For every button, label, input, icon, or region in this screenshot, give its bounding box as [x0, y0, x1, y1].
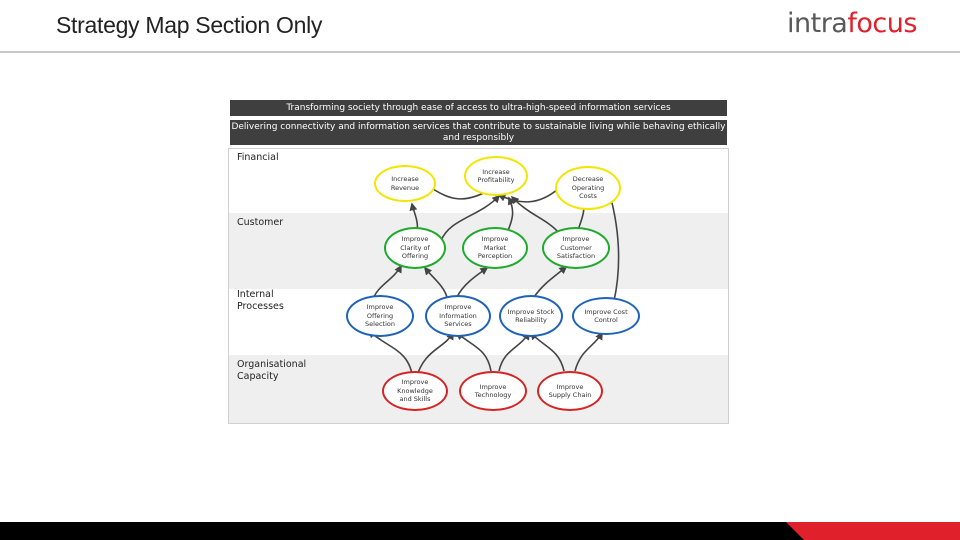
- perspective-label-financial: Financial: [237, 152, 279, 163]
- arrow-costs-profitability: [497, 188, 559, 203]
- objective-improve-technology: Improve Technology: [459, 371, 527, 411]
- arrow-offering-clarity: [373, 264, 402, 298]
- arrow-supplychain-costcontrol: [574, 331, 603, 372]
- page-title: Strategy Map Section Only: [56, 12, 323, 38]
- logo-intra: intra: [787, 8, 848, 39]
- arrow-technology-info: [455, 331, 492, 372]
- objective-improve-cost-control: Improve Cost Control: [572, 297, 640, 335]
- perspective-label-capacity: Organisational Capacity: [237, 359, 307, 382]
- mission-banner: Delivering connectivity and information …: [230, 120, 727, 145]
- footer-bar: [0, 522, 960, 540]
- strategy-map: Financial Customer Internal Processes Or…: [228, 148, 729, 424]
- perspective-label-customer: Customer: [237, 217, 284, 228]
- logo-focus: focus: [847, 8, 917, 39]
- objective-improve-knowledge-and-skills: Improve Knowledge and Skills: [382, 371, 448, 411]
- objective-improve-supply-chain: Improve Supply Chain: [537, 371, 603, 411]
- arrow-stock-satisfaction: [533, 265, 568, 298]
- perspective-label-internal: Internal Processes: [237, 289, 284, 312]
- objective-improve-offering-selection: Improve Offering Selection: [346, 295, 414, 337]
- footer-accent: [786, 522, 960, 540]
- header-divider: [0, 51, 960, 53]
- objective-improve-market-perception: Improve Market Perception: [462, 227, 528, 269]
- arrow-clarity-profitability: [440, 194, 501, 242]
- objective-decrease-operating-costs: Decrease Operating Costs: [555, 166, 621, 210]
- objective-improve-information-services: Improve Information Services: [425, 295, 491, 337]
- arrow-info-market: [456, 267, 489, 298]
- objective-improve-stock-reliability: Improve Stock Reliability: [499, 295, 563, 337]
- arrow-supplychain-stock: [529, 331, 565, 372]
- objective-improve-clarity-of-offering: Improve Clarity of Offering: [384, 227, 446, 269]
- objective-increase-revenue: Increase Revenue: [374, 165, 436, 202]
- arrow-technology-stock: [498, 331, 530, 372]
- arrow-satisfaction-profitability: [510, 195, 560, 234]
- objective-improve-customer-satisfaction: Improve Customer Satisfaction: [542, 227, 610, 269]
- objective-increase-profitability: Increase Profitability: [464, 156, 528, 196]
- arrow-info-clarity: [423, 266, 448, 298]
- vision-banner: Transforming society through ease of acc…: [230, 100, 727, 116]
- intrafocus-logo: intrafocus: [787, 8, 917, 39]
